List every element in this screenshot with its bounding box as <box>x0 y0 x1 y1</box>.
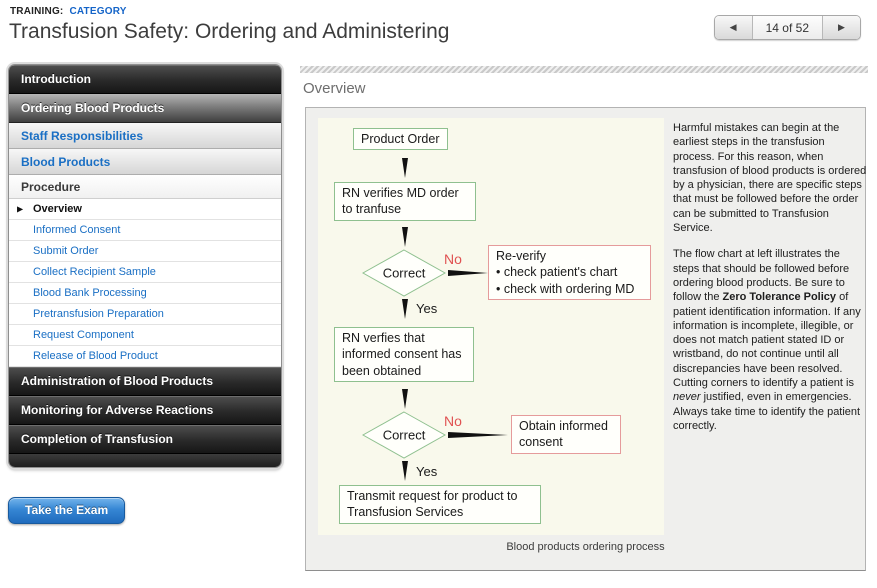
down-arrow-icon <box>402 389 408 409</box>
pagination: ◀ 14 of 52 ▶ <box>713 15 861 40</box>
sidebar-item-label: Blood Bank Processing <box>33 287 147 299</box>
sidebar-item-label: Release of Blood Product <box>33 350 158 362</box>
flowchart-decision-correct-2: Correct <box>361 411 447 459</box>
down-arrow-icon <box>402 461 408 481</box>
sidebar-item-label: Ordering Blood Products <box>21 101 165 115</box>
sidebar-item-label: Informed Consent <box>33 224 121 236</box>
sidebar-item-label: Procedure <box>21 179 81 194</box>
no-branch-label: No <box>444 251 462 267</box>
flowchart-node-rn-verifies-order: RN verifies MD order to tranfuse <box>334 182 476 221</box>
sidebar-subitem-submit-order[interactable]: Submit Order <box>9 241 281 262</box>
sidebar-item-label: Blood Products <box>21 154 111 169</box>
flowchart-node-transmit-request: Transmit request for product to Transfus… <box>339 485 541 524</box>
sidebar-item-label: Completion of Transfusion <box>21 432 173 446</box>
sidebar-item-blood-products[interactable]: Blood Products <box>9 149 281 175</box>
decision-label: Correct <box>382 265 426 281</box>
never-italic: never <box>673 391 701 404</box>
sidebar-item-completion-of-transfusion[interactable]: Completion of Transfusion <box>9 425 281 454</box>
sidebar-subitem-request-component[interactable]: Request Component <box>9 325 281 346</box>
section-divider-hatch <box>300 66 868 73</box>
no-branch-label: No <box>444 413 462 429</box>
next-arrow-icon: ▶ <box>838 22 845 32</box>
sidebar-subitem-overview[interactable]: ▶ Overview <box>9 199 281 220</box>
content-panel: Product Order RN verifies MD order to tr… <box>305 107 866 571</box>
take-exam-button[interactable]: Take the Exam <box>8 497 126 524</box>
sidebar-footer-strip <box>9 454 281 467</box>
sidebar-item-label: Request Component <box>33 329 134 341</box>
prev-page-button[interactable]: ◀ <box>714 16 752 39</box>
sidebar-subitem-collect-recipient-sample[interactable]: Collect Recipient Sample <box>9 262 281 283</box>
down-arrow-icon <box>402 227 408 247</box>
breadcrumb: TRAINING: CATEGORY <box>10 6 127 17</box>
page-indicator: 14 of 52 <box>751 16 823 39</box>
sidebar-subitem-pretransfusion-preparation[interactable]: Pretransfusion Preparation <box>9 304 281 325</box>
lesson-paragraph-1: Harmful mistakes can begin at the earlie… <box>673 122 867 235</box>
flowchart-node-rn-verifies-consent: RN verfies that informed consent has bee… <box>334 327 474 382</box>
reverify-title: Re-verify <box>496 249 547 263</box>
sidebar-subitem-blood-bank-processing[interactable]: Blood Bank Processing <box>9 283 281 304</box>
course-nav-sidebar: Introduction Ordering Blood Products Sta… <box>8 64 282 468</box>
flowchart-figure: Product Order RN verifies MD order to tr… <box>318 118 664 535</box>
flowchart-node-obtain-consent: Obtain informed consent <box>511 415 621 454</box>
yes-branch-label: Yes <box>416 301 438 316</box>
page-title: Transfusion Safety: Ordering and Adminis… <box>9 20 450 43</box>
paragraph-segment: justified, even in emergencies. Always t… <box>673 391 861 432</box>
flowchart-node-product-order: Product Order <box>353 128 448 151</box>
flowchart-decision-correct-1: Correct <box>361 249 447 297</box>
sidebar-subitem-informed-consent[interactable]: Informed Consent <box>9 220 281 241</box>
next-page-button[interactable]: ▶ <box>823 16 860 39</box>
sidebar-item-label: Submit Order <box>33 245 99 257</box>
sidebar-item-label: Staff Responsibilities <box>21 128 144 143</box>
reverify-bullet: • check patient's chart <box>496 265 618 280</box>
reverify-bullet: • check with ordering MD <box>496 281 635 296</box>
flowchart-node-reverify: Re-verify • check patient's chart • chec… <box>488 245 651 300</box>
sidebar-item-ordering-blood-products[interactable]: Ordering Blood Products <box>9 94 281 123</box>
right-arrow-icon <box>448 432 508 438</box>
yes-branch-label: Yes <box>416 464 438 479</box>
sidebar-item-label: Pretransfusion Preparation <box>33 308 164 320</box>
sidebar-item-administration-of-blood-products[interactable]: Administration of Blood Products <box>9 367 281 396</box>
lesson-paragraph-2: The flow chart at left illustrates the s… <box>673 247 869 433</box>
paragraph-segment: of patient identification information. I… <box>673 291 861 390</box>
sidebar-item-monitoring-for-adverse-reactions[interactable]: Monitoring for Adverse Reactions <box>9 396 281 425</box>
sidebar-item-label: Collect Recipient Sample <box>33 266 156 278</box>
down-arrow-icon <box>402 299 408 319</box>
zero-tolerance-policy-bold: Zero Tolerance Policy <box>722 291 837 304</box>
decision-label: Correct <box>382 427 426 443</box>
prev-arrow-icon: ◀ <box>729 22 737 32</box>
figure-caption: Blood products ordering process <box>506 541 665 553</box>
section-title: Overview <box>303 80 366 97</box>
diamond-shape-icon <box>361 411 447 459</box>
right-arrow-icon <box>448 270 488 276</box>
sidebar-item-staff-responsibilities[interactable]: Staff Responsibilities <box>9 123 281 149</box>
diamond-shape-icon <box>361 249 447 297</box>
sidebar-item-procedure[interactable]: Procedure <box>9 175 281 199</box>
sidebar-subitem-release-of-blood-product[interactable]: Release of Blood Product <box>9 346 281 367</box>
sidebar-item-label: Administration of Blood Products <box>21 374 213 388</box>
sidebar-item-introduction[interactable]: Introduction <box>9 65 281 94</box>
lesson-text: Harmful mistakes can begin at the earlie… <box>673 121 869 445</box>
down-arrow-icon <box>402 158 408 178</box>
breadcrumb-category-link[interactable]: CATEGORY <box>69 6 127 17</box>
paragraph-segment: The flow chart at left illustrates the s… <box>673 248 850 304</box>
sidebar-item-label: Monitoring for Adverse Reactions <box>21 403 214 417</box>
current-item-arrow-icon: ▶ <box>17 204 24 214</box>
breadcrumb-training-label: TRAINING: <box>10 6 64 17</box>
sidebar-item-label: Introduction <box>21 72 91 86</box>
